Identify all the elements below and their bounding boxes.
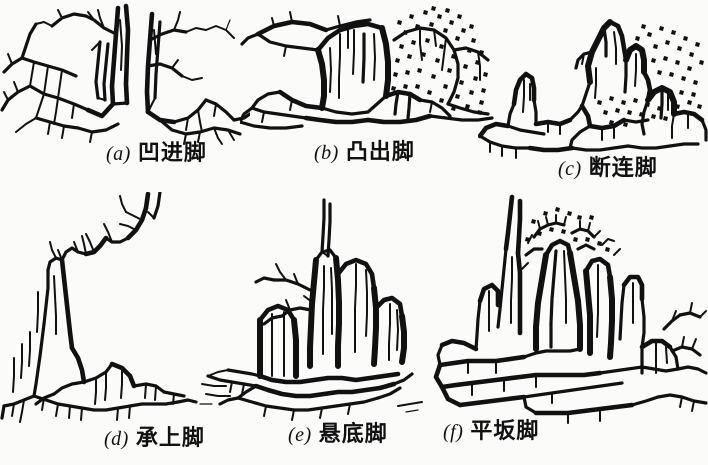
panel-a-drawing bbox=[0, 0, 250, 145]
caption-f: (f) 平坂脚 bbox=[443, 421, 539, 443]
caption-c-index: (c) bbox=[558, 158, 582, 180]
moss-stipple-c bbox=[597, 24, 704, 127]
caption-e: (e) 悬底脚 bbox=[288, 424, 388, 446]
panel-d-drawing bbox=[0, 192, 245, 424]
caption-a-name: 凹进脚 bbox=[137, 141, 207, 166]
caption-d: (d) 承上脚 bbox=[104, 428, 205, 450]
caption-b-index: (b) bbox=[314, 142, 339, 164]
caption-f-index: (f) bbox=[443, 421, 464, 443]
caption-b: (b) 凸出脚 bbox=[314, 142, 415, 164]
panel-e-drawing bbox=[198, 198, 433, 426]
caption-f-name: 平坂脚 bbox=[470, 419, 540, 444]
caption-a: (a) 凹进脚 bbox=[106, 143, 207, 165]
caption-b-name: 凸出脚 bbox=[345, 140, 415, 165]
caption-e-name: 悬底脚 bbox=[318, 422, 388, 447]
moss-stipple-f bbox=[525, 207, 610, 252]
caption-c-name: 断连脚 bbox=[588, 156, 658, 181]
caption-a-index: (a) bbox=[106, 143, 131, 165]
panel-b-drawing bbox=[240, 0, 495, 140]
panel-f-drawing bbox=[428, 193, 708, 428]
caption-c: (c) 断连脚 bbox=[558, 158, 658, 180]
caption-d-index: (d) bbox=[104, 428, 129, 450]
panel-c-drawing bbox=[478, 8, 708, 160]
caption-d-name: 承上脚 bbox=[135, 426, 205, 451]
caption-e-index: (e) bbox=[288, 424, 312, 446]
moss-stipple-b bbox=[391, 6, 488, 115]
